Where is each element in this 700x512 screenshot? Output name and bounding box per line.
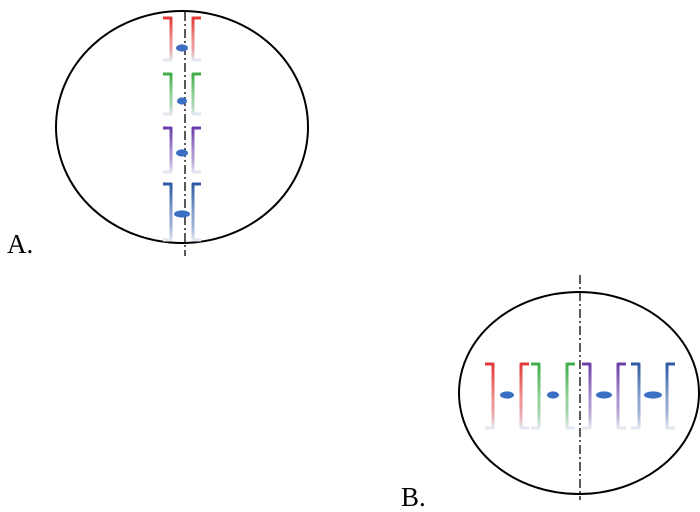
centromere [500,391,514,399]
chromatid [163,16,173,62]
chromatid [191,72,201,116]
cell-a-outline [55,10,309,244]
chromosome [163,72,201,116]
chromatid [519,362,529,430]
chromosome [485,362,529,430]
chromosome [582,362,626,430]
chromatid [191,126,201,174]
chromatid [616,362,626,430]
chromatid [665,362,675,430]
chromatid [631,362,641,430]
centromere [176,44,188,52]
centromere [176,149,188,157]
centromere [644,391,662,399]
chromosome [531,362,575,430]
chromosome [631,362,675,430]
centromere [177,97,187,105]
centromere [596,391,612,399]
chromosome [163,182,201,242]
chromosomes-horizontal-row [485,362,675,430]
chromosomes-vertical-stack [163,16,201,242]
chromatid [565,362,575,430]
chromosome [163,126,201,174]
centromere [547,391,559,399]
chromatid [191,16,201,62]
centromere [174,210,190,218]
chromatid [163,72,173,116]
panel-a [55,10,309,256]
chromatid [163,126,173,174]
chromatid [531,362,541,430]
chromatid [582,362,592,430]
panel-b [458,275,700,500]
chromatid [163,182,173,242]
chromosome [163,16,201,62]
panel-b-label: B. [401,482,426,512]
panel-a-label: A. [7,229,34,259]
chromatid [485,362,495,430]
cell-b-outline [458,291,700,495]
chromatid [191,182,201,242]
